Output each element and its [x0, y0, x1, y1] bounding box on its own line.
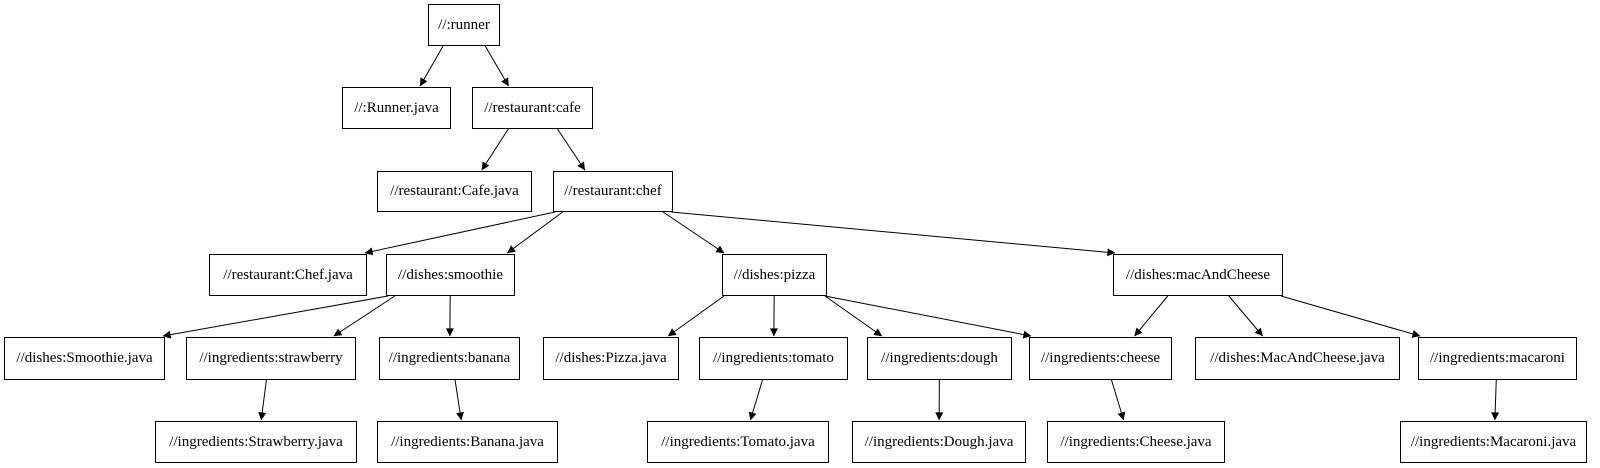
node-label: //ingredients:dough [881, 350, 998, 366]
graph-node-cafe: //restaurant:cafe [472, 87, 593, 129]
edge-pizza-to-dough [824, 295, 883, 337]
edge-banana-to-banana-java [454, 379, 465, 421]
edge-chef-to-mac-and-cheese [670, 211, 1116, 257]
graph-node-mac-and-cheese-java: //dishes:MacAndCheese.java [1195, 337, 1400, 380]
node-label: //ingredients:Tomato.java [661, 433, 815, 450]
graph-node-strawberry: //ingredients:strawberry [186, 337, 356, 380]
graph-node-smoothie-java: //dishes:Smoothie.java [4, 337, 165, 380]
node-label: //dishes:macAndCheese [1125, 266, 1271, 283]
edge-cafe-to-chef [557, 128, 586, 171]
edge-smoothie-to-smoothie-java [162, 295, 389, 339]
node-label: //:runner [438, 16, 490, 33]
node-label: //restaurant:Cafe.java [390, 183, 519, 199]
edge-runner-to-cafe [484, 45, 509, 87]
graph-node-banana: //ingredients:banana [379, 337, 520, 380]
graph-node-banana-java: //ingredients:Banana.java [377, 421, 558, 463]
graph-node-cheese: //ingredients:cheese [1029, 337, 1172, 380]
graph-node-chef: //restaurant:chef [553, 171, 673, 212]
edge-smoothie-to-strawberry [333, 295, 396, 337]
graph-node-tomato-java: //ingredients:Tomato.java [647, 421, 829, 463]
node-label: //ingredients:banana [388, 350, 511, 366]
graph-node-runner: //:runner [428, 4, 500, 46]
node-label: //ingredients:Dough.java [864, 433, 1014, 450]
edge-chef-to-pizza [662, 211, 725, 254]
edge-chef-to-chef-java [364, 211, 556, 256]
graph-node-smoothie: //dishes:smoothie [386, 254, 515, 296]
edge-chef-to-smoothie [507, 211, 563, 254]
graph-node-cafe-java: //restaurant:Cafe.java [377, 171, 532, 212]
edge-tomato-to-tomato-java [748, 379, 763, 421]
node-label: //ingredients:strawberry [199, 350, 343, 366]
edge-macaroni-to-macaroni-java [1491, 379, 1500, 421]
graph-node-cheese-java: //ingredients:Cheese.java [1047, 421, 1225, 463]
graph-node-runner-java: //:Runner.java [342, 87, 451, 129]
edge-pizza-to-pizza-java [667, 295, 725, 337]
edge-cheese-to-cheese-java [1111, 379, 1126, 421]
node-label: //dishes:smoothie [398, 266, 503, 283]
node-label: //ingredients:Banana.java [391, 433, 544, 450]
node-label: //dishes:Pizza.java [555, 350, 667, 366]
node-label: //ingredients:Cheese.java [1060, 433, 1212, 450]
edge-mac-and-cheese-to-cheese [1134, 295, 1169, 337]
node-label: //ingredients:cheese [1040, 350, 1161, 366]
node-label: //dishes:pizza [733, 266, 816, 283]
graph-node-tomato: //ingredients:tomato [699, 337, 848, 380]
edge-cafe-to-cafe-java [481, 128, 509, 171]
node-label: //restaurant:Chef.java [223, 266, 353, 283]
edge-mac-and-cheese-to-mac-and-cheese-java [1228, 295, 1264, 337]
node-label: //restaurant:cafe [484, 99, 581, 116]
node-label: //ingredients:Strawberry.java [169, 433, 343, 450]
node-label: //dishes:Smoothie.java [16, 350, 153, 366]
graph-node-dough-java: //ingredients:Dough.java [852, 421, 1026, 463]
graph-node-dough: //ingredients:dough [867, 337, 1012, 380]
edge-pizza-to-cheese [824, 295, 1032, 339]
graph-node-mac-and-cheese: //dishes:macAndCheese [1113, 254, 1283, 296]
edge-runner-to-runner-java [419, 45, 444, 87]
node-label: //:Runner.java [354, 99, 439, 116]
graph-node-pizza-java: //dishes:Pizza.java [543, 337, 679, 380]
node-label: //ingredients:Macaroni.java [1410, 433, 1577, 450]
node-label: //ingredients:macaroni [1430, 350, 1565, 366]
edge-strawberry-to-strawberry-java [258, 379, 267, 421]
node-label: //restaurant:chef [564, 183, 662, 199]
node-label: //ingredients:tomato [713, 350, 834, 366]
graph-node-macaroni-java: //ingredients:Macaroni.java [1400, 421, 1587, 463]
graph-node-strawberry-java: //ingredients:Strawberry.java [155, 421, 357, 463]
node-label: //dishes:MacAndCheese.java [1210, 350, 1385, 366]
graph-node-chef-java: //restaurant:Chef.java [209, 254, 367, 296]
edge-mac-and-cheese-to-macaroni [1280, 295, 1421, 338]
graph-node-macaroni: //ingredients:macaroni [1418, 337, 1577, 380]
graph-node-pizza: //dishes:pizza [722, 254, 827, 296]
